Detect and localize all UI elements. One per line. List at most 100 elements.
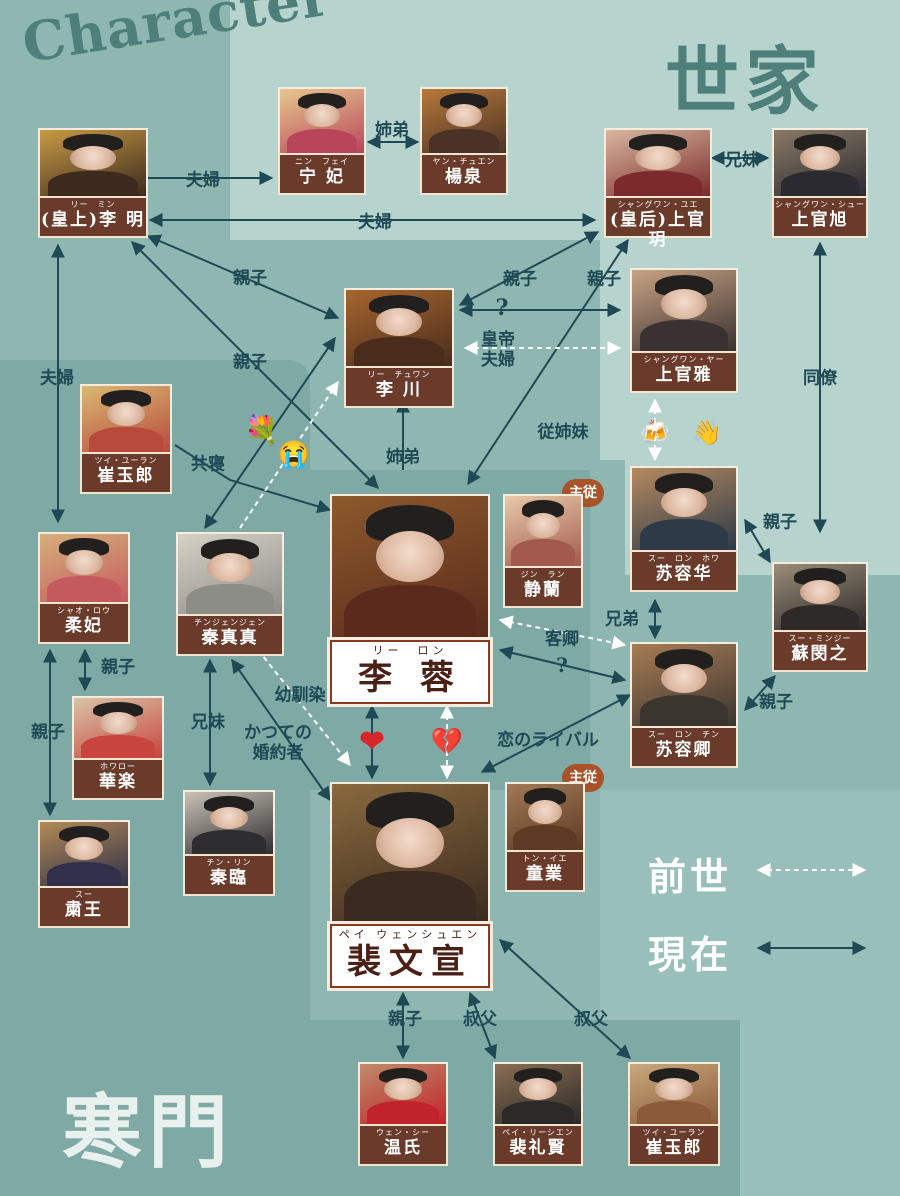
face-shape (375, 530, 445, 583)
character-joukanshu: シャングワン・シュー上官旭 (772, 128, 868, 238)
name-ruby: ニン フェイ (295, 157, 349, 166)
name-ruby: スー ロン ホワ (648, 554, 720, 563)
rel-label: 兄妹 (725, 150, 759, 171)
name-plate: リー ロン李 蓉 (327, 637, 493, 707)
character-haibunsen: ペイ ウェンシュエン裴文宣 (327, 782, 493, 991)
face-shape (207, 553, 253, 582)
name-plate: リー チュワン李 川 (344, 366, 454, 408)
rel-label: 夫婦 (40, 368, 74, 389)
name-plate: トン・イエ童業 (505, 850, 585, 892)
portrait (630, 466, 738, 552)
face-shape (526, 512, 560, 538)
name-ruby: スー (75, 890, 93, 899)
character-joukanyue: シャングワン・ユエ(皇后)上官玥 (604, 128, 712, 250)
character-yousen: ヤン・チュエン楊泉 (420, 87, 508, 195)
robe-shape (354, 337, 444, 366)
face-shape (528, 799, 562, 824)
portrait (503, 494, 583, 568)
robe-shape (47, 861, 121, 886)
portrait (628, 1062, 720, 1126)
robe-shape (511, 539, 575, 566)
portrait (183, 790, 275, 856)
character-name: 楊泉 (445, 167, 483, 187)
robe-shape (47, 576, 121, 602)
portrait (80, 384, 172, 454)
character-rimin: リー ミン(皇上)李 明 (38, 128, 148, 238)
hair-shape (794, 133, 846, 152)
face-shape (635, 145, 681, 170)
robe-shape (640, 694, 728, 726)
face-shape (98, 712, 138, 734)
character-rirong: リー ロン李 蓉 (327, 494, 493, 707)
character-name: 秦臨 (210, 868, 248, 888)
name-ruby: ウェン・シー (376, 1128, 430, 1137)
portrait (630, 642, 738, 728)
rel-label: 従姉妹 (537, 422, 589, 443)
portrait (420, 87, 508, 155)
face-shape (384, 1078, 422, 1100)
character-name: 秦真真 (201, 628, 259, 648)
rel-label: 姉弟 (386, 447, 420, 468)
hair-shape (369, 294, 429, 315)
character-juuhi: シャオ・ロウ柔妃 (38, 532, 130, 644)
portrait (344, 288, 454, 368)
robe-shape (344, 870, 476, 924)
rel-label: 親子 (503, 269, 537, 290)
face-shape (445, 104, 483, 128)
name-ruby: ツイ・ユーラン (642, 1128, 706, 1137)
character-saigyokurou1: ツイ・ユーラン崔玉郎 (80, 384, 172, 494)
link-soyoukei-haibunsen (480, 694, 632, 773)
rel-label: 叔父 (574, 1009, 608, 1030)
character-shinshinshin: チンジェンジェン秦真真 (176, 532, 284, 656)
name-plate: スー・ミンジー蘇閔之 (772, 630, 868, 672)
character-ninfei: ニン フェイ宁 妃 (278, 87, 366, 195)
robe-shape (81, 735, 155, 758)
rel-label: 親子 (759, 692, 793, 713)
legend-present-label: 現在 (648, 932, 733, 977)
character-saigyokurou2: ツイ・ユーラン崔玉郎 (628, 1062, 720, 1166)
name-ruby: シャングワン・ユエ (617, 200, 699, 209)
robe-shape (640, 518, 728, 550)
name-plate: チン・リン秦臨 (183, 854, 275, 896)
link-saigyokurou-rirong (174, 444, 332, 514)
rel-label: 親子 (101, 657, 135, 678)
rel-label: 親子 (233, 268, 267, 289)
hair-shape (654, 648, 714, 671)
name-ruby: ジン ラン (520, 570, 566, 579)
title-seke: 世家 (665, 39, 825, 125)
face-shape (799, 579, 841, 604)
character-shukuou: スー粛王 (38, 820, 130, 928)
character-name: 温氏 (384, 1138, 422, 1158)
face-shape (69, 145, 117, 170)
name-plate: ジン ラン静蘭 (503, 566, 583, 608)
character-name: 上官旭 (791, 210, 849, 230)
character-name: 崔玉郎 (645, 1138, 703, 1158)
face-shape (303, 104, 341, 128)
robe-shape (637, 1101, 711, 1124)
rel-label: 姉弟 (375, 120, 409, 141)
name-ruby: トン・イエ (522, 854, 568, 863)
link-shinshinshin-haibunsen (231, 658, 331, 802)
beer-mugs-icon: 🍻 (640, 417, 670, 447)
robe-shape (366, 1101, 440, 1124)
name-ruby: スー・ミンジー (788, 634, 852, 643)
rel-label: 叔父 (463, 1009, 497, 1030)
name-ruby: ペイ・リーシエン (502, 1128, 574, 1137)
character-seiran: ジン ラン静蘭 (503, 494, 583, 608)
rel-label: ? (556, 653, 568, 677)
broken-heart-icon: 💔 (430, 727, 464, 757)
portrait (176, 532, 284, 616)
robe-shape (513, 824, 577, 850)
face-shape (64, 550, 104, 575)
robe-shape (428, 128, 500, 153)
hair-shape (628, 133, 688, 152)
rel-label: 夫婦 (186, 170, 220, 191)
name-ruby: チン・リン (206, 858, 252, 867)
link-shinshinshin-risen-past (239, 380, 339, 529)
name-ruby: リー ミン (70, 200, 116, 209)
name-ruby: リー チュワン (367, 370, 431, 379)
name-ruby: シャングワン・ヤー (643, 355, 725, 364)
hair-shape (204, 795, 254, 812)
name-plate: シャングワン・ヤー上官雅 (630, 351, 738, 393)
